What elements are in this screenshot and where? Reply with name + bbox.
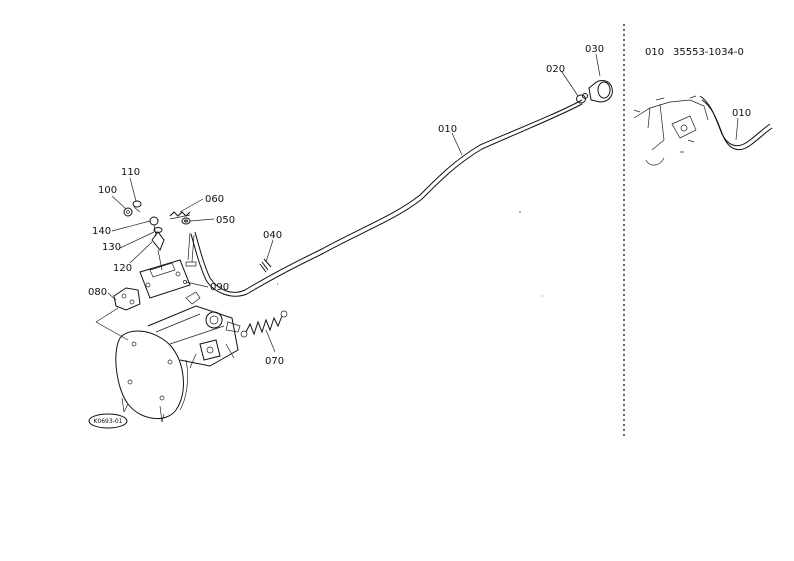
stamp-text: K0693-01: [93, 418, 122, 425]
callout-060: 060: [205, 194, 224, 205]
inset-item-number: 010: [645, 47, 664, 58]
callout-010: 010: [438, 124, 457, 135]
lever-120: [151, 231, 165, 271]
control-rod: [185, 232, 197, 267]
callout-020: 020: [546, 64, 565, 75]
callout-100: 100: [98, 185, 117, 196]
bracket-plate-090: [139, 259, 191, 299]
clip-040: [259, 258, 272, 273]
callout-070: 070: [265, 356, 284, 367]
leader-lines: [95, 53, 601, 423]
callout-080: 080: [88, 287, 107, 298]
pin-050: [181, 217, 191, 225]
bolt-110: [132, 200, 142, 213]
callout-090: 090: [210, 282, 229, 293]
callout-140: 140: [92, 226, 111, 237]
knob-030: [588, 80, 613, 103]
reference-stamp: K0693-01: [88, 413, 128, 429]
callout-050: 050: [216, 215, 235, 226]
nut-100: [123, 207, 133, 217]
washer-130: [153, 227, 163, 233]
callout-110: 110: [121, 167, 140, 178]
cable-010: [190, 99, 583, 297]
inset-sketch: 010: [633, 95, 773, 166]
callout-040: 040: [263, 230, 282, 241]
inset-part-number: 35553-1034-0: [673, 47, 744, 58]
scan-marks: [277, 211, 543, 297]
fitting-020: [576, 93, 588, 104]
inset-callout-010: 010: [732, 108, 751, 119]
spring-060: [169, 211, 191, 220]
callout-labels: 010 020 030 040 050 060 070 080 090 100 …: [88, 44, 604, 367]
governor-housing: [115, 291, 241, 423]
callout-030: 030: [585, 44, 604, 55]
spring-070: [240, 310, 288, 338]
callout-130: 130: [102, 242, 121, 253]
bracket-080: [113, 287, 141, 311]
callout-120: 120: [113, 263, 132, 274]
inset-header: 010 35553-1034-0: [645, 47, 744, 58]
